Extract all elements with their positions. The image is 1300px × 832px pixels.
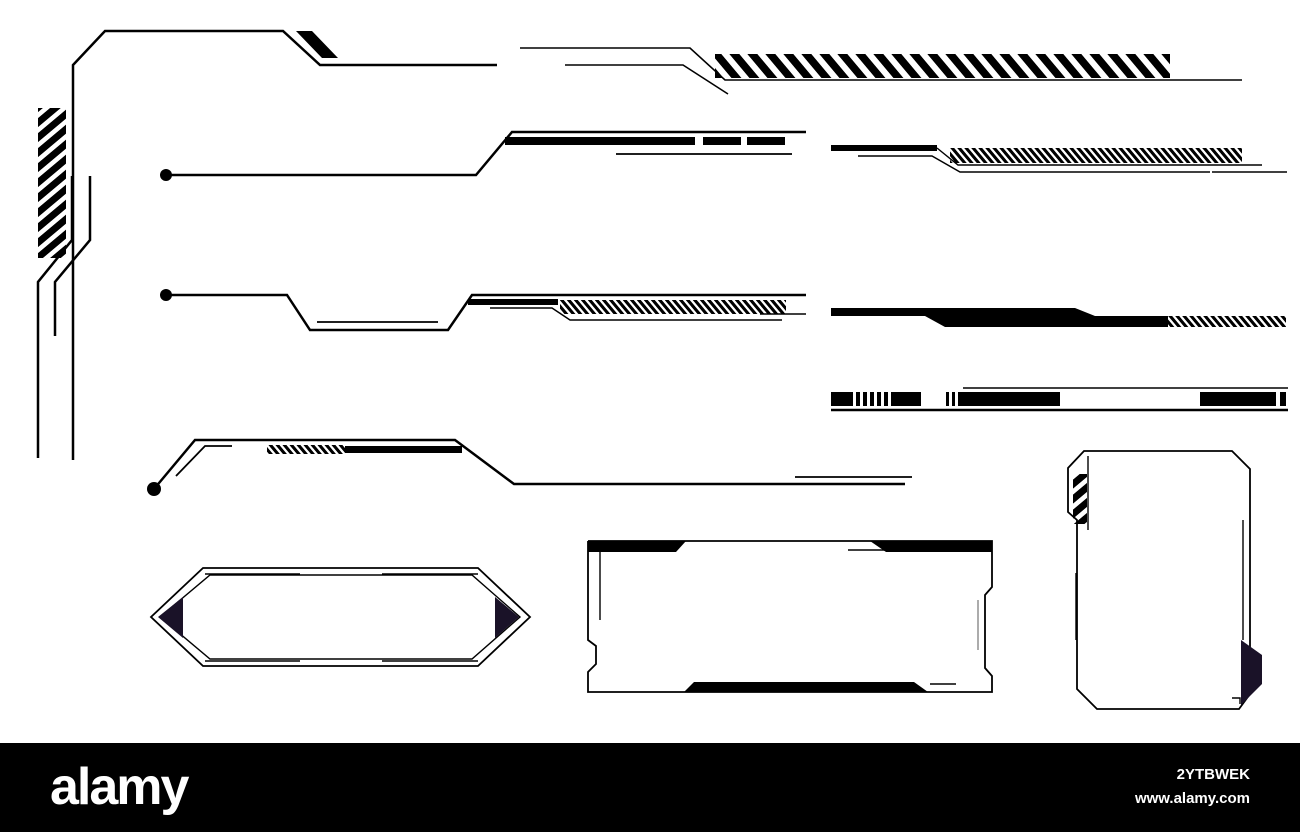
watermark-image-id: 2YTBWEK bbox=[1176, 766, 1250, 783]
connector-line-1 bbox=[160, 130, 806, 181]
thick-bar-line-right bbox=[831, 308, 1286, 327]
watermark-logo: alamy bbox=[50, 758, 189, 816]
corner-bracket-top-left bbox=[36, 29, 497, 460]
hex-frame bbox=[149, 567, 532, 667]
watermark-footer bbox=[0, 743, 1300, 832]
striped-line-right-2 bbox=[831, 145, 1287, 173]
barcode-bar-right bbox=[831, 387, 1288, 412]
striped-line-top-right bbox=[520, 47, 1242, 95]
hud-elements-artwork bbox=[36, 29, 1288, 710]
rect-frame bbox=[587, 540, 993, 693]
connector-line-3 bbox=[147, 438, 912, 496]
tall-frame bbox=[1067, 450, 1262, 710]
watermark-site: www.alamy.com bbox=[1134, 790, 1250, 807]
connector-line-2 bbox=[160, 289, 806, 332]
